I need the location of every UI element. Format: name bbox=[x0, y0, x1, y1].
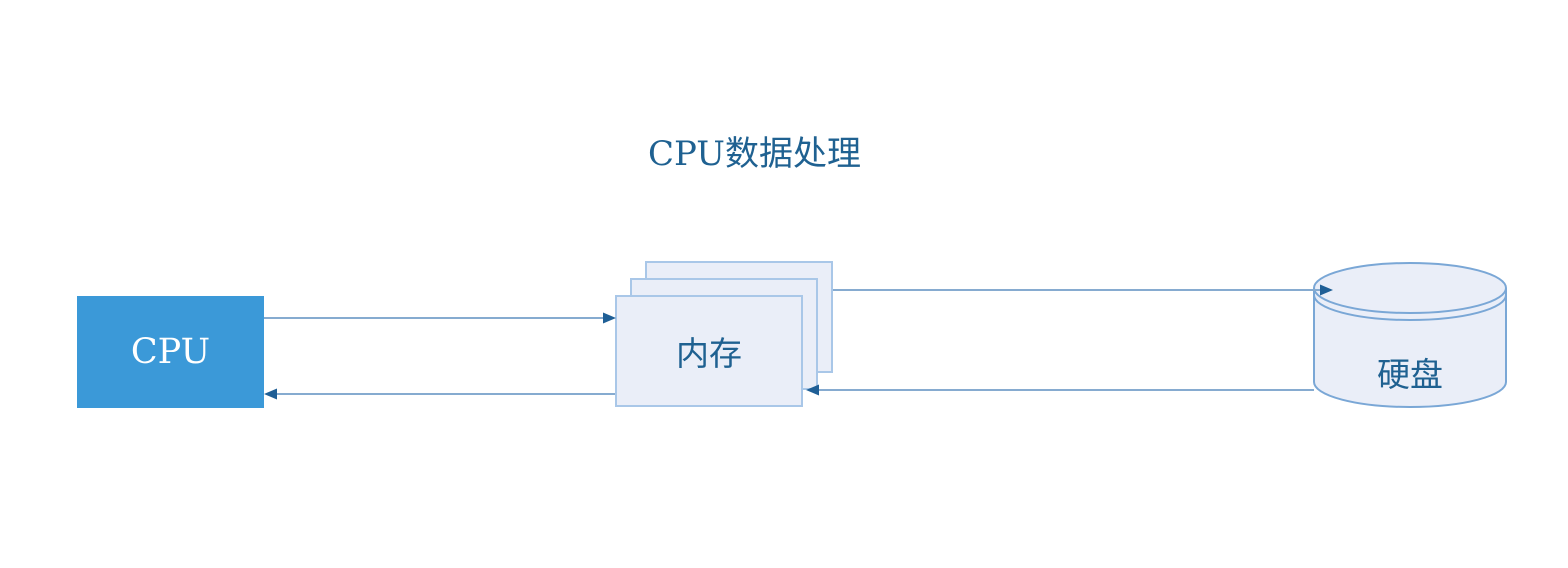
edge-memory-to-disk-arrowhead bbox=[1320, 284, 1333, 296]
disk-label: 硬盘 bbox=[1377, 355, 1443, 394]
edge-disk-to-memory[interactable] bbox=[806, 384, 1314, 396]
edge-cpu-to-memory[interactable] bbox=[264, 312, 616, 324]
disk-top-ellipse bbox=[1313, 262, 1507, 314]
memory-node[interactable]: 内存 bbox=[615, 295, 803, 407]
edge-memory-to-disk[interactable] bbox=[833, 284, 1333, 296]
cpu-node[interactable]: CPU bbox=[77, 296, 264, 408]
memory-label: 内存 bbox=[676, 334, 742, 373]
edge-memory-to-cpu[interactable] bbox=[264, 388, 615, 400]
cpu-label: CPU bbox=[130, 332, 211, 372]
diagram-title: CPU数据处理 bbox=[648, 134, 861, 174]
disk-rim-arc bbox=[1313, 294, 1507, 321]
edge-memory-to-cpu-arrowhead bbox=[264, 388, 277, 400]
